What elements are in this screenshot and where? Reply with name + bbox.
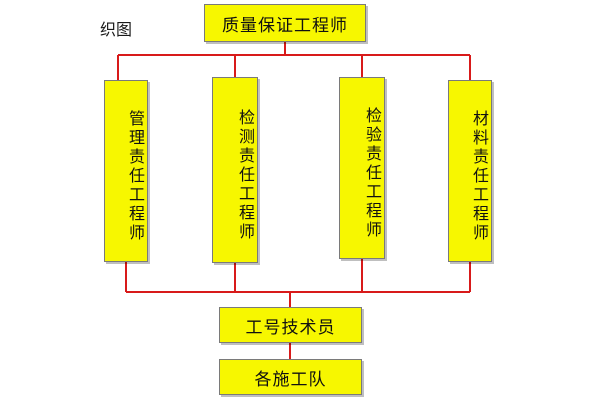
construction-team-box: 各施工队: [219, 359, 362, 395]
quality-assurance-engineer-box: 质量保证工程师: [204, 4, 366, 42]
management-engineer-box: 管理责任工程师: [104, 80, 148, 262]
materials-engineer-box: 材料责任工程师: [448, 80, 492, 262]
inspection-engineer-box: 检验责任工程师: [339, 77, 385, 259]
corner-label: 织图: [100, 20, 133, 39]
technician-box: 工号技术员: [219, 307, 362, 343]
testing-engineer-box: 检测责任工程师: [212, 77, 258, 263]
